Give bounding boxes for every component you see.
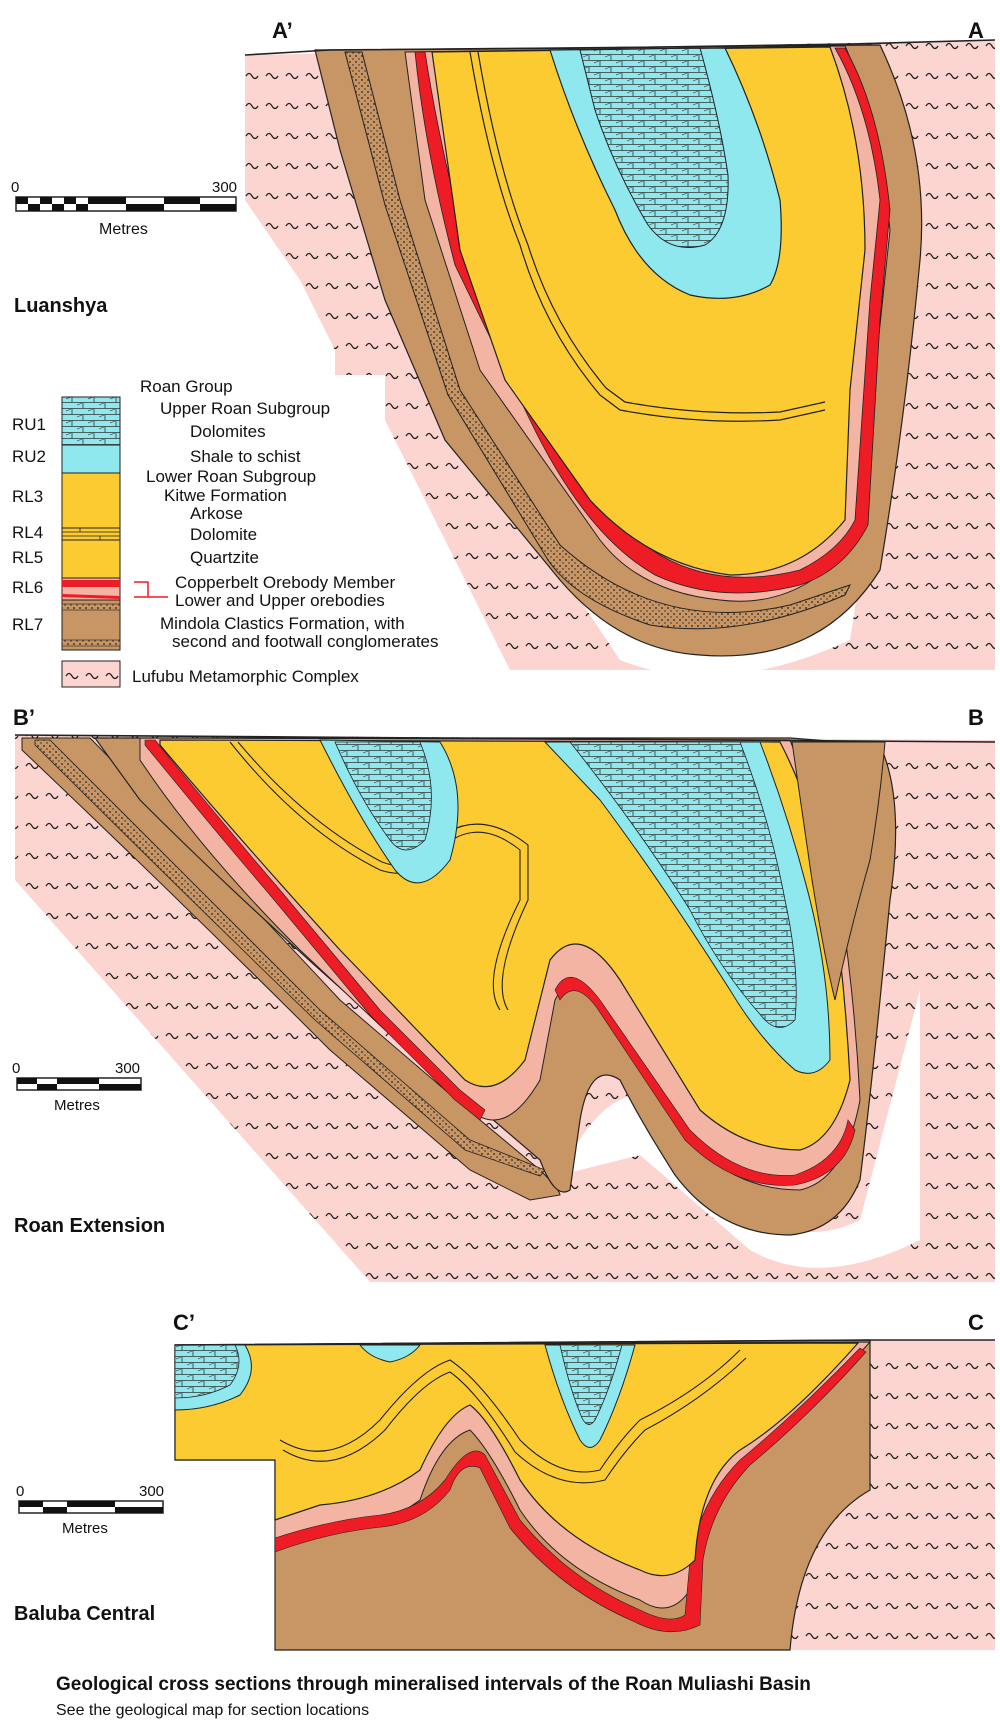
section-c-baluba-central: C’ C 0 300 Metres Baluba Central xyxy=(14,1310,995,1651)
section-a-dolomites xyxy=(579,47,729,248)
section-c-orebody-red xyxy=(274,1347,867,1633)
scale-c-unit: Metres xyxy=(62,1520,108,1537)
legend-rl3-swatch xyxy=(61,472,121,529)
section-a-name: Luanshya xyxy=(14,295,108,317)
legend-code-ru1: RU1 xyxy=(12,415,46,434)
section-a-luanshya: A’ A 0 300 Metres Luanshya xyxy=(11,18,996,676)
legend-code-rl5: RL5 xyxy=(12,548,43,567)
scale-c-max: 300 xyxy=(139,1483,164,1500)
legend-code-rl3: RL3 xyxy=(12,487,43,506)
legend-rl4-swatch xyxy=(61,527,121,541)
section-b-clastics-right xyxy=(791,741,886,1001)
figure-caption-subtitle: See the geological map for section locat… xyxy=(56,1702,369,1719)
scale-a-unit: Metres xyxy=(99,221,148,238)
legend-desc-lufubu: Lufubu Metamorphic Complex xyxy=(132,667,359,686)
legend-code-rl7: RL7 xyxy=(12,615,43,634)
legend-desc-orebodies: Lower and Upper orebodies xyxy=(175,591,385,610)
legend-ru1-swatch xyxy=(61,396,121,446)
legend-desc-mindola: Mindola Clastics Formation, with xyxy=(160,614,405,633)
legend-rl5-swatch xyxy=(61,539,121,579)
section-c-name: Baluba Central xyxy=(14,1603,155,1625)
section-c-surface xyxy=(174,1339,995,1346)
scale-c-min: 0 xyxy=(16,1483,24,1500)
section-c-dolomites-right xyxy=(559,1344,623,1425)
legend-desc-roan-group: Roan Group xyxy=(140,377,233,396)
section-c-basement xyxy=(790,1340,995,1650)
section-c-dolomites-left xyxy=(174,1344,240,1399)
section-b-orebody-red xyxy=(144,739,856,1186)
section-c-dolomite-band xyxy=(279,1349,747,1484)
legend-basement-swatch xyxy=(61,660,121,688)
section-b-name: Roan Extension xyxy=(14,1215,165,1237)
legend-desc-copperbelt: Copperbelt Orebody Member xyxy=(175,573,396,592)
scale-b-unit: Metres xyxy=(54,1097,100,1114)
legend-desc-dolomite: Dolomite xyxy=(190,525,257,544)
section-b-scale-bar: 0 300 Metres xyxy=(12,1060,142,1114)
legend-desc-shale: Shale to schist xyxy=(190,447,301,466)
figure-caption-title: Geological cross sections through minera… xyxy=(56,1674,811,1695)
section-b-dolomites-right xyxy=(569,741,797,1028)
legend-desc-arkose: Arkose xyxy=(190,504,243,523)
section-c-arkose xyxy=(174,1342,860,1577)
section-b-right-label: B xyxy=(968,705,984,730)
legend-desc-conglomerates: second and footwall conglomerates xyxy=(172,632,439,651)
section-a-gap xyxy=(580,575,860,676)
legend-code-rl6: RL6 xyxy=(12,578,43,597)
section-a-scale-bar: 0 300 Metres xyxy=(11,179,237,238)
section-a-dolomite-band xyxy=(469,51,826,422)
section-b-surface xyxy=(14,734,996,743)
section-b-left-label: B’ xyxy=(13,705,35,730)
legend-desc-kitwe: Kitwe Formation xyxy=(164,486,287,505)
scale-a-min: 0 xyxy=(11,179,19,196)
section-b-roan-extension: B’ B 0 300 Metres Roan Extension xyxy=(12,705,996,1282)
section-c-right-label: C xyxy=(968,1310,984,1335)
section-a-left-label: A’ xyxy=(272,18,293,43)
scale-a-max: 300 xyxy=(212,179,237,196)
section-a-surface xyxy=(244,39,996,56)
section-c-left-label: C’ xyxy=(173,1310,195,1335)
scale-b-min: 0 xyxy=(12,1060,20,1077)
section-c-scale-bar: 0 300 Metres xyxy=(16,1483,164,1537)
legend-desc-dolomites: Dolomites xyxy=(190,422,266,441)
legend-orebody-bracket xyxy=(134,581,168,598)
section-a-right-label: A xyxy=(968,18,984,43)
section-c-shale-mid xyxy=(358,1344,422,1363)
legend-ru2-swatch xyxy=(61,444,121,474)
section-b-dolomites-left xyxy=(334,741,432,851)
legend-desc-quartzite: Quartzite xyxy=(190,548,259,567)
section-a-conglomerate xyxy=(344,51,851,630)
legend-desc-upper-roan: Upper Roan Subgroup xyxy=(160,399,330,418)
legend-desc-lower-roan: Lower Roan Subgroup xyxy=(146,467,316,486)
scale-b-max: 300 xyxy=(115,1060,140,1077)
legend-code-ru2: RU2 xyxy=(12,447,46,466)
section-b-conglomerate-left xyxy=(34,739,546,1177)
legend: RU1 RU2 RL3 RL4 RL5 RL6 RL7 Roan Group U… xyxy=(12,377,439,688)
legend-code-rl4: RL4 xyxy=(12,523,43,542)
